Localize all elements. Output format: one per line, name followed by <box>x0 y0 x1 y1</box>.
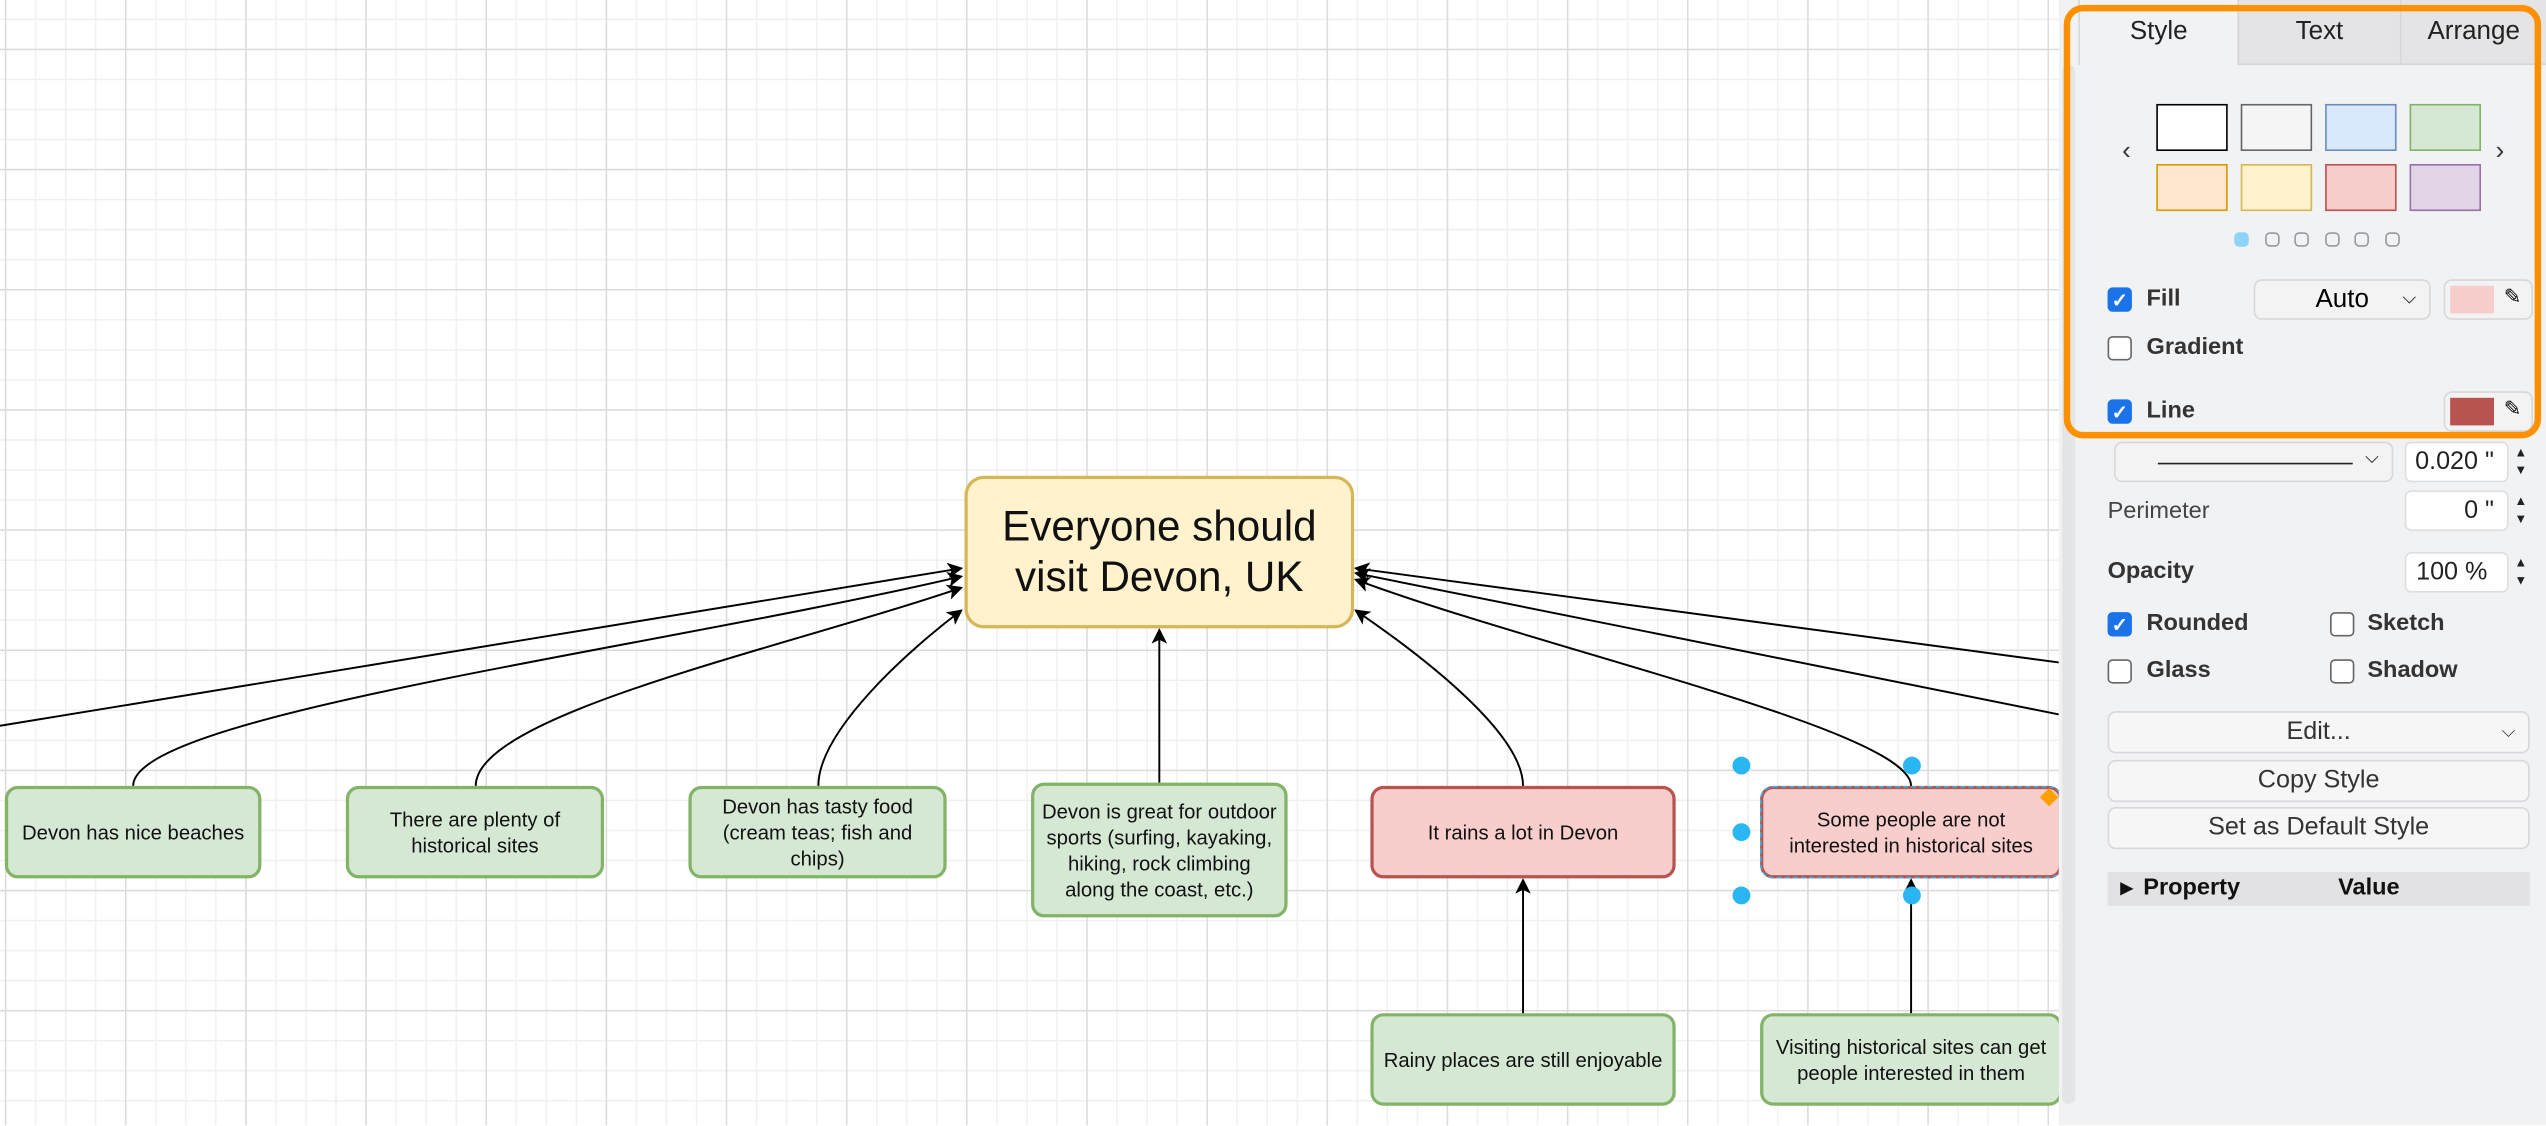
rounded-label: Rounded <box>2146 610 2249 637</box>
main-claim-node[interactable]: Everyone should visit Devon, UK <box>964 475 1355 629</box>
value-column-header: Value <box>2338 875 2400 902</box>
edit-style-dropdown[interactable]: Edit... ⌵ <box>2107 711 2530 754</box>
perimeter-input[interactable]: 0 " <box>2404 490 2509 531</box>
style-swatch[interactable] <box>2409 103 2482 152</box>
fill-label: Fill <box>2146 285 2181 312</box>
tab-text[interactable]: Text <box>2237 0 2400 65</box>
line-color-swatch <box>2450 397 2495 426</box>
expand-triangle-icon[interactable]: ▶ <box>2120 880 2134 898</box>
node-label: There are plenty of historical sites <box>389 807 561 857</box>
node-label: Devon has tasty food (cream teas; fish a… <box>722 794 913 870</box>
tab-arrange[interactable]: Arrange <box>2399 0 2546 65</box>
diagram-canvas[interactable]: Everyone should visit Devon, UK Devon ha… <box>0 0 2059 1126</box>
node-label: It rains a lot in Devon <box>1427 820 1619 844</box>
swatch-page-dot[interactable] <box>2384 232 2400 247</box>
line-color-button[interactable]: ✎ <box>2443 391 2533 432</box>
opacity-label: Opacity <box>2107 558 2194 585</box>
edge-rains[interactable] <box>1354 609 1525 786</box>
node-label: Devon has nice beaches <box>21 820 245 844</box>
swatch-page-dot[interactable] <box>2354 232 2369 247</box>
perimeter-stepper[interactable]: ▲▼ <box>2514 493 2528 527</box>
panel-scrollbar[interactable] <box>2062 64 2076 1105</box>
chevron-down-icon: ⌵ <box>2402 289 2417 309</box>
node-visiting-historical[interactable]: Visiting historical sites can get people… <box>1760 1013 2059 1106</box>
resize-handle-s[interactable] <box>1902 886 1921 905</box>
edit-label: Edit... <box>2286 717 2351 746</box>
swatch-page-dot[interactable] <box>2294 232 2309 247</box>
line-width-stepper[interactable]: ▲▼ <box>2514 444 2528 478</box>
node-label: Devon is great for outdoor sports (surfi… <box>1041 799 1277 901</box>
chevron-down-icon: ⌵ <box>2365 448 2379 468</box>
chevron-left-icon[interactable]: ‹ <box>2122 138 2131 166</box>
swatch-page-dot[interactable] <box>2324 232 2339 247</box>
sketch-label: Sketch <box>2367 610 2445 637</box>
fill-mode-select[interactable]: Auto ⌵ <box>2253 279 2431 320</box>
fill-checkbox[interactable]: ✓ <box>2107 287 2132 312</box>
eyedropper-icon[interactable]: ✎ <box>2503 284 2522 309</box>
style-swatch[interactable] <box>2240 163 2313 212</box>
opacity-stepper[interactable]: ▲▼ <box>2514 555 2528 588</box>
glass-checkbox[interactable] <box>2107 659 2132 684</box>
node-label: Everyone should visit Devon, UK <box>1002 501 1317 601</box>
resize-handle-nw[interactable] <box>1732 756 1751 775</box>
node-label: Some people are not interested in histor… <box>1789 807 2033 857</box>
edge-beaches[interactable] <box>132 571 964 786</box>
eyedropper-icon[interactable]: ✎ <box>2503 396 2522 421</box>
resize-handle-sw[interactable] <box>1732 886 1751 905</box>
gradient-checkbox[interactable] <box>2107 336 2132 361</box>
style-swatch[interactable] <box>2156 103 2228 152</box>
fill-mode-value: Auto <box>2315 285 2369 314</box>
resize-handle-w[interactable] <box>1732 823 1751 842</box>
style-swatch[interactable] <box>2325 163 2397 212</box>
fill-color-button[interactable]: ✎ <box>2443 279 2533 320</box>
line-width-input[interactable]: 0.020 " <box>2404 441 2509 483</box>
edge-historical[interactable] <box>474 584 964 786</box>
node-outdoor-sports[interactable]: Devon is great for outdoor sports (surfi… <box>1031 782 1288 918</box>
solid-line-preview <box>2157 462 2353 465</box>
chevron-right-icon[interactable]: › <box>2495 138 2505 166</box>
style-swatch[interactable] <box>2325 103 2397 152</box>
line-label: Line <box>2146 397 2195 424</box>
swatch-page-dot[interactable] <box>2234 232 2249 247</box>
glass-label: Glass <box>2146 657 2211 684</box>
style-swatch[interactable] <box>2409 163 2482 212</box>
opacity-input[interactable]: 100 % <box>2404 552 2509 593</box>
line-checkbox[interactable]: ✓ <box>2107 399 2132 424</box>
resize-handle-n[interactable] <box>1902 756 1921 775</box>
edge-offscreen-right-1[interactable] <box>1353 562 2059 664</box>
edge-not-interested[interactable] <box>1353 577 1913 786</box>
gradient-label: Gradient <box>2146 334 2244 361</box>
property-column-header: Property <box>2143 875 2241 902</box>
shadow-label: Shadow <box>2367 657 2458 684</box>
tab-style[interactable]: Style <box>2078 0 2238 65</box>
chevron-down-icon: ⌵ <box>2501 722 2516 743</box>
edge-offscreen-right-2[interactable] <box>1353 568 2059 716</box>
fill-color-swatch <box>2450 285 2495 314</box>
edge-food[interactable] <box>817 609 963 786</box>
line-pattern-select[interactable]: ⌵ <box>2114 441 2394 483</box>
node-rains[interactable]: It rains a lot in Devon <box>1370 785 1676 879</box>
rounded-checkbox[interactable]: ✓ <box>2107 612 2132 637</box>
node-historical-sites[interactable]: There are plenty of historical sites <box>345 785 605 879</box>
node-beaches[interactable]: Devon has nice beaches <box>4 785 262 879</box>
set-default-style-button[interactable]: Set as Default Style <box>2107 806 2530 850</box>
perimeter-label: Perimeter <box>2107 498 2210 525</box>
style-swatch[interactable] <box>2240 103 2313 152</box>
node-rainy-enjoyable[interactable]: Rainy places are still enjoyable <box>1370 1013 1676 1106</box>
style-swatch[interactable] <box>2156 163 2228 212</box>
edges <box>0 562 2059 1014</box>
property-table-header[interactable]: ▶ Property Value <box>2107 871 2530 907</box>
node-tasty-food[interactable]: Devon has tasty food (cream teas; fish a… <box>688 785 947 879</box>
node-not-interested-selected[interactable]: Some people are not interested in histor… <box>1760 785 2059 879</box>
swatch-page-dot[interactable] <box>2264 232 2279 247</box>
shadow-checkbox[interactable] <box>2330 659 2355 684</box>
edge-offscreen-left[interactable] <box>0 562 964 727</box>
node-label: Visiting historical sites can get people… <box>1775 1035 2047 1084</box>
copy-style-button[interactable]: Copy Style <box>2107 759 2530 803</box>
sketch-checkbox[interactable] <box>2330 612 2355 637</box>
node-label: Rainy places are still enjoyable <box>1383 1048 1663 1071</box>
